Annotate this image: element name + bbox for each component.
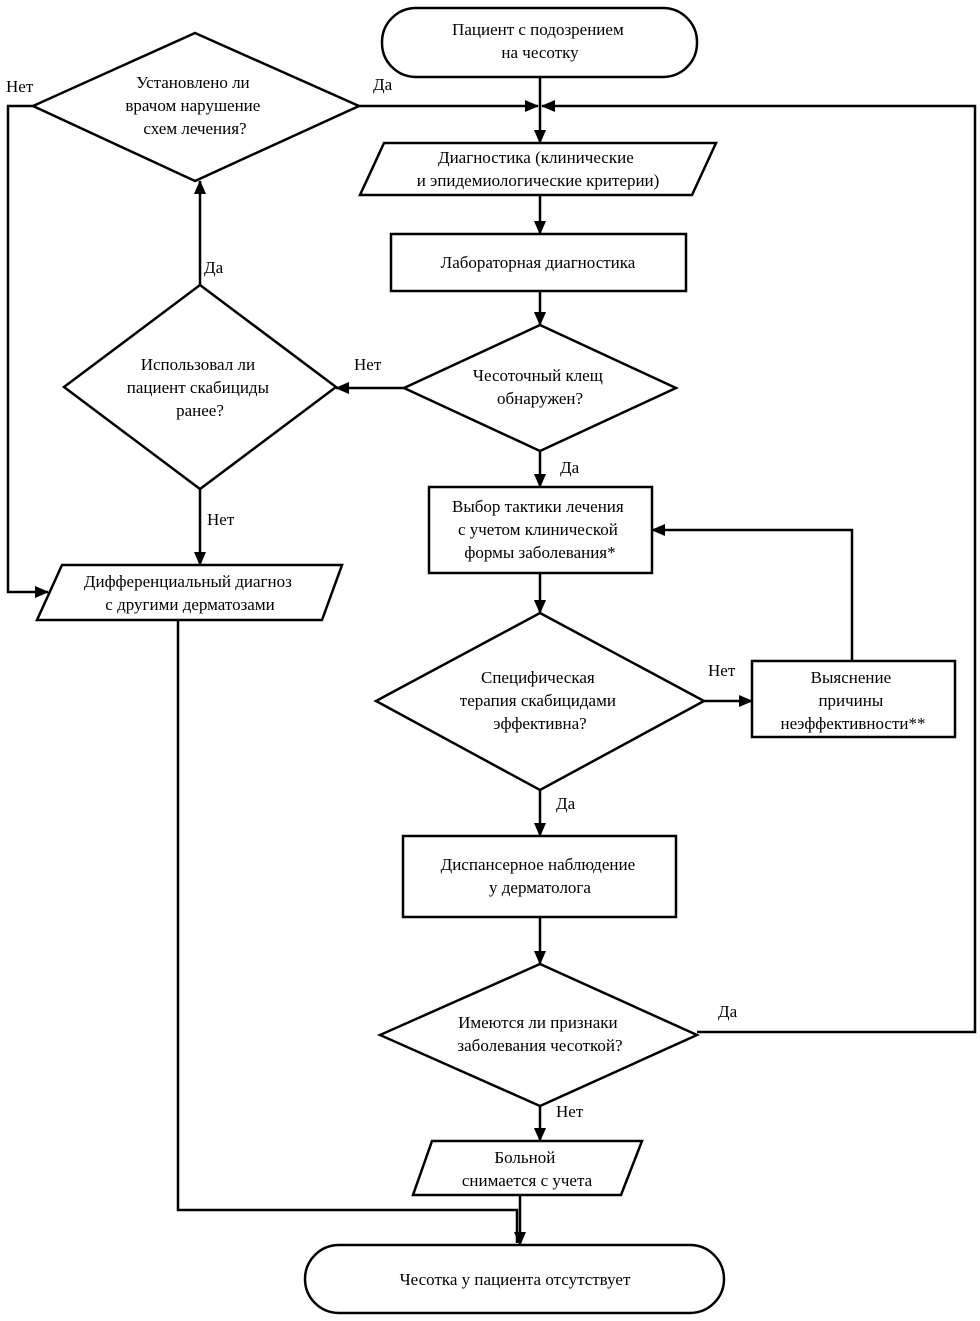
diagnostics-parallelogram	[358, 141, 718, 197]
mite-found-line-2: обнаружен?	[497, 389, 583, 408]
scabicides-before-line-2: пациент скабициды	[127, 378, 270, 397]
label-therapy-no: Нет	[708, 661, 736, 680]
scabicides-before-line-1: Использовал ли	[141, 355, 255, 374]
label-signs-no: Нет	[556, 1102, 584, 1121]
tactics-text: Выбор тактики лечения с учетом клиническ…	[452, 497, 628, 562]
therapy-effective-line-2: терапия скабицидами	[460, 691, 616, 710]
differential-line-2: с другими дерматозами	[105, 595, 274, 614]
diagnostics-line-1: Диагностика (клинические	[438, 148, 634, 167]
violation-line-2: врачом нарушение	[125, 96, 260, 115]
mite-found-decision	[401, 323, 679, 453]
clarify-process	[750, 659, 957, 739]
start-line-1: Пациент с подозрением	[452, 20, 624, 39]
therapy-effective-line-3: эффективна?	[493, 714, 586, 733]
violation-line-1: Установлено ли	[136, 73, 250, 92]
differential-text: Дифференциальный диагноз с другими дерма…	[84, 572, 296, 614]
differential-line-1: Дифференциальный диагноз	[84, 572, 292, 591]
therapy-effective-line-1: Специфическая	[481, 668, 595, 687]
deregister-line-1: Больной	[494, 1148, 555, 1167]
lab-text: Лабораторная диагностика	[441, 253, 636, 272]
label-violation-no: Нет	[6, 77, 34, 96]
mite-found-line-1: Чесоточный клещ	[473, 366, 603, 385]
tactics-line-2: с учетом клинической	[458, 520, 618, 539]
label-scabicides-no: Нет	[207, 510, 235, 529]
tactics-line-1: Выбор тактики лечения	[452, 497, 624, 516]
therapy-effective-text: Специфическая терапия скабицидами эффект…	[460, 668, 620, 733]
deregister-text: Больной снимается с учета	[462, 1148, 593, 1190]
label-scabicides-yes: Да	[204, 258, 224, 277]
label-violation-yes: Да	[373, 75, 393, 94]
clarify-line-2: причины	[818, 691, 883, 710]
signs-line-1: Имеются ли признаки	[458, 1013, 618, 1032]
end-text: Чесотка у пациента отсутствует	[400, 1270, 631, 1289]
observation-line-1: Диспансерное наблюдение	[441, 855, 636, 874]
clarify-text: Выяснение причины неэффективности**	[781, 668, 926, 733]
label-signs-yes: Да	[718, 1002, 738, 1021]
observation-line-2: у дерматолога	[489, 878, 591, 897]
scabicides-before-line-3: ранее?	[176, 401, 224, 420]
end-line-1: Чесотка у пациента отсутствует	[400, 1270, 631, 1289]
clarify-line-1: Выяснение	[811, 668, 892, 687]
start-line-2: на чесотку	[501, 43, 579, 62]
deregister-line-2: снимается с учета	[462, 1171, 593, 1190]
observation-text: Диспансерное наблюдение у дерматолога	[441, 855, 640, 897]
violation-text: Установлено ли врачом нарушение схем леч…	[125, 73, 264, 138]
connector-clarify-return	[651, 524, 854, 661]
diagnostics-text: Диагностика (клинические и эпидемиологич…	[417, 148, 660, 190]
observation-process	[401, 834, 678, 919]
connector-violation-no	[6, 104, 49, 598]
label-mite-no: Нет	[354, 355, 382, 374]
connector-signs-yes-return	[541, 100, 977, 1034]
connector-differential-end	[176, 620, 519, 1243]
start-text: Пациент с подозрением на чесотку	[452, 20, 628, 62]
signs-decision	[376, 962, 701, 1108]
lab-process	[389, 232, 688, 293]
deregister-parallelogram	[411, 1139, 644, 1197]
label-therapy-yes: Да	[556, 794, 576, 813]
scabicides-before-text: Использовал ли пациент скабициды ранее?	[127, 355, 274, 420]
label-mite-yes: Да	[560, 458, 580, 477]
diagnostics-line-2: и эпидемиологические критерии)	[417, 171, 660, 190]
lab-line-1: Лабораторная диагностика	[441, 253, 636, 272]
clarify-line-3: неэффективности**	[781, 714, 926, 733]
violation-line-3: схем лечения?	[143, 119, 246, 138]
mite-found-text: Чесоточный клещ обнаружен?	[473, 366, 607, 408]
tactics-line-3: формы заболевания*	[464, 543, 615, 562]
signs-text: Имеются ли признаки заболевания чесоткой…	[457, 1013, 622, 1055]
signs-line-2: заболевания чесоткой?	[457, 1036, 622, 1055]
differential-parallelogram	[35, 563, 344, 622]
